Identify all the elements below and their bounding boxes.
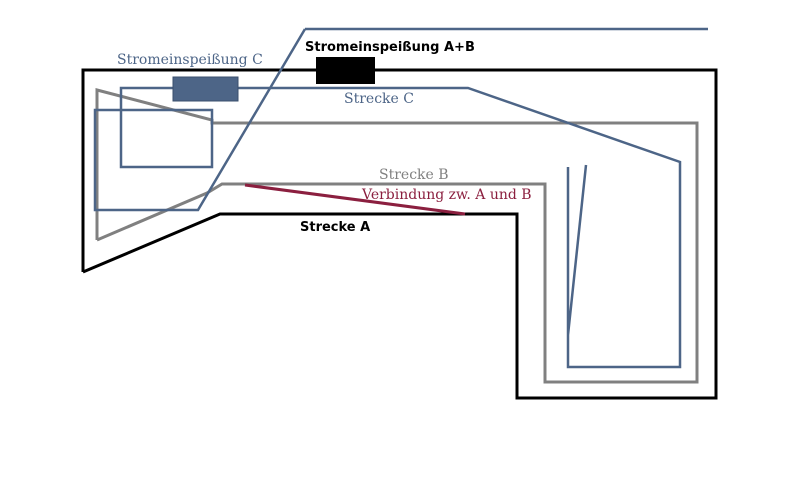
track-a-label: Strecke A <box>300 220 370 235</box>
track-a-line <box>81 68 718 400</box>
track-c-diagonal <box>93 28 682 369</box>
track-c-label: Strecke C <box>344 91 414 107</box>
feed-c-label: Stromeinspeißung C <box>117 52 263 68</box>
track-b-label: Strecke B <box>379 167 449 183</box>
track-b-line <box>95 88 699 384</box>
feed-ab-block <box>316 57 375 84</box>
feed-ab-label: Stromeinspeißung A+B <box>305 40 475 55</box>
connection-a-b-line <box>244 183 466 216</box>
connection-label: Verbindung zw. A und B <box>361 187 532 203</box>
feed-c-block <box>172 76 239 102</box>
